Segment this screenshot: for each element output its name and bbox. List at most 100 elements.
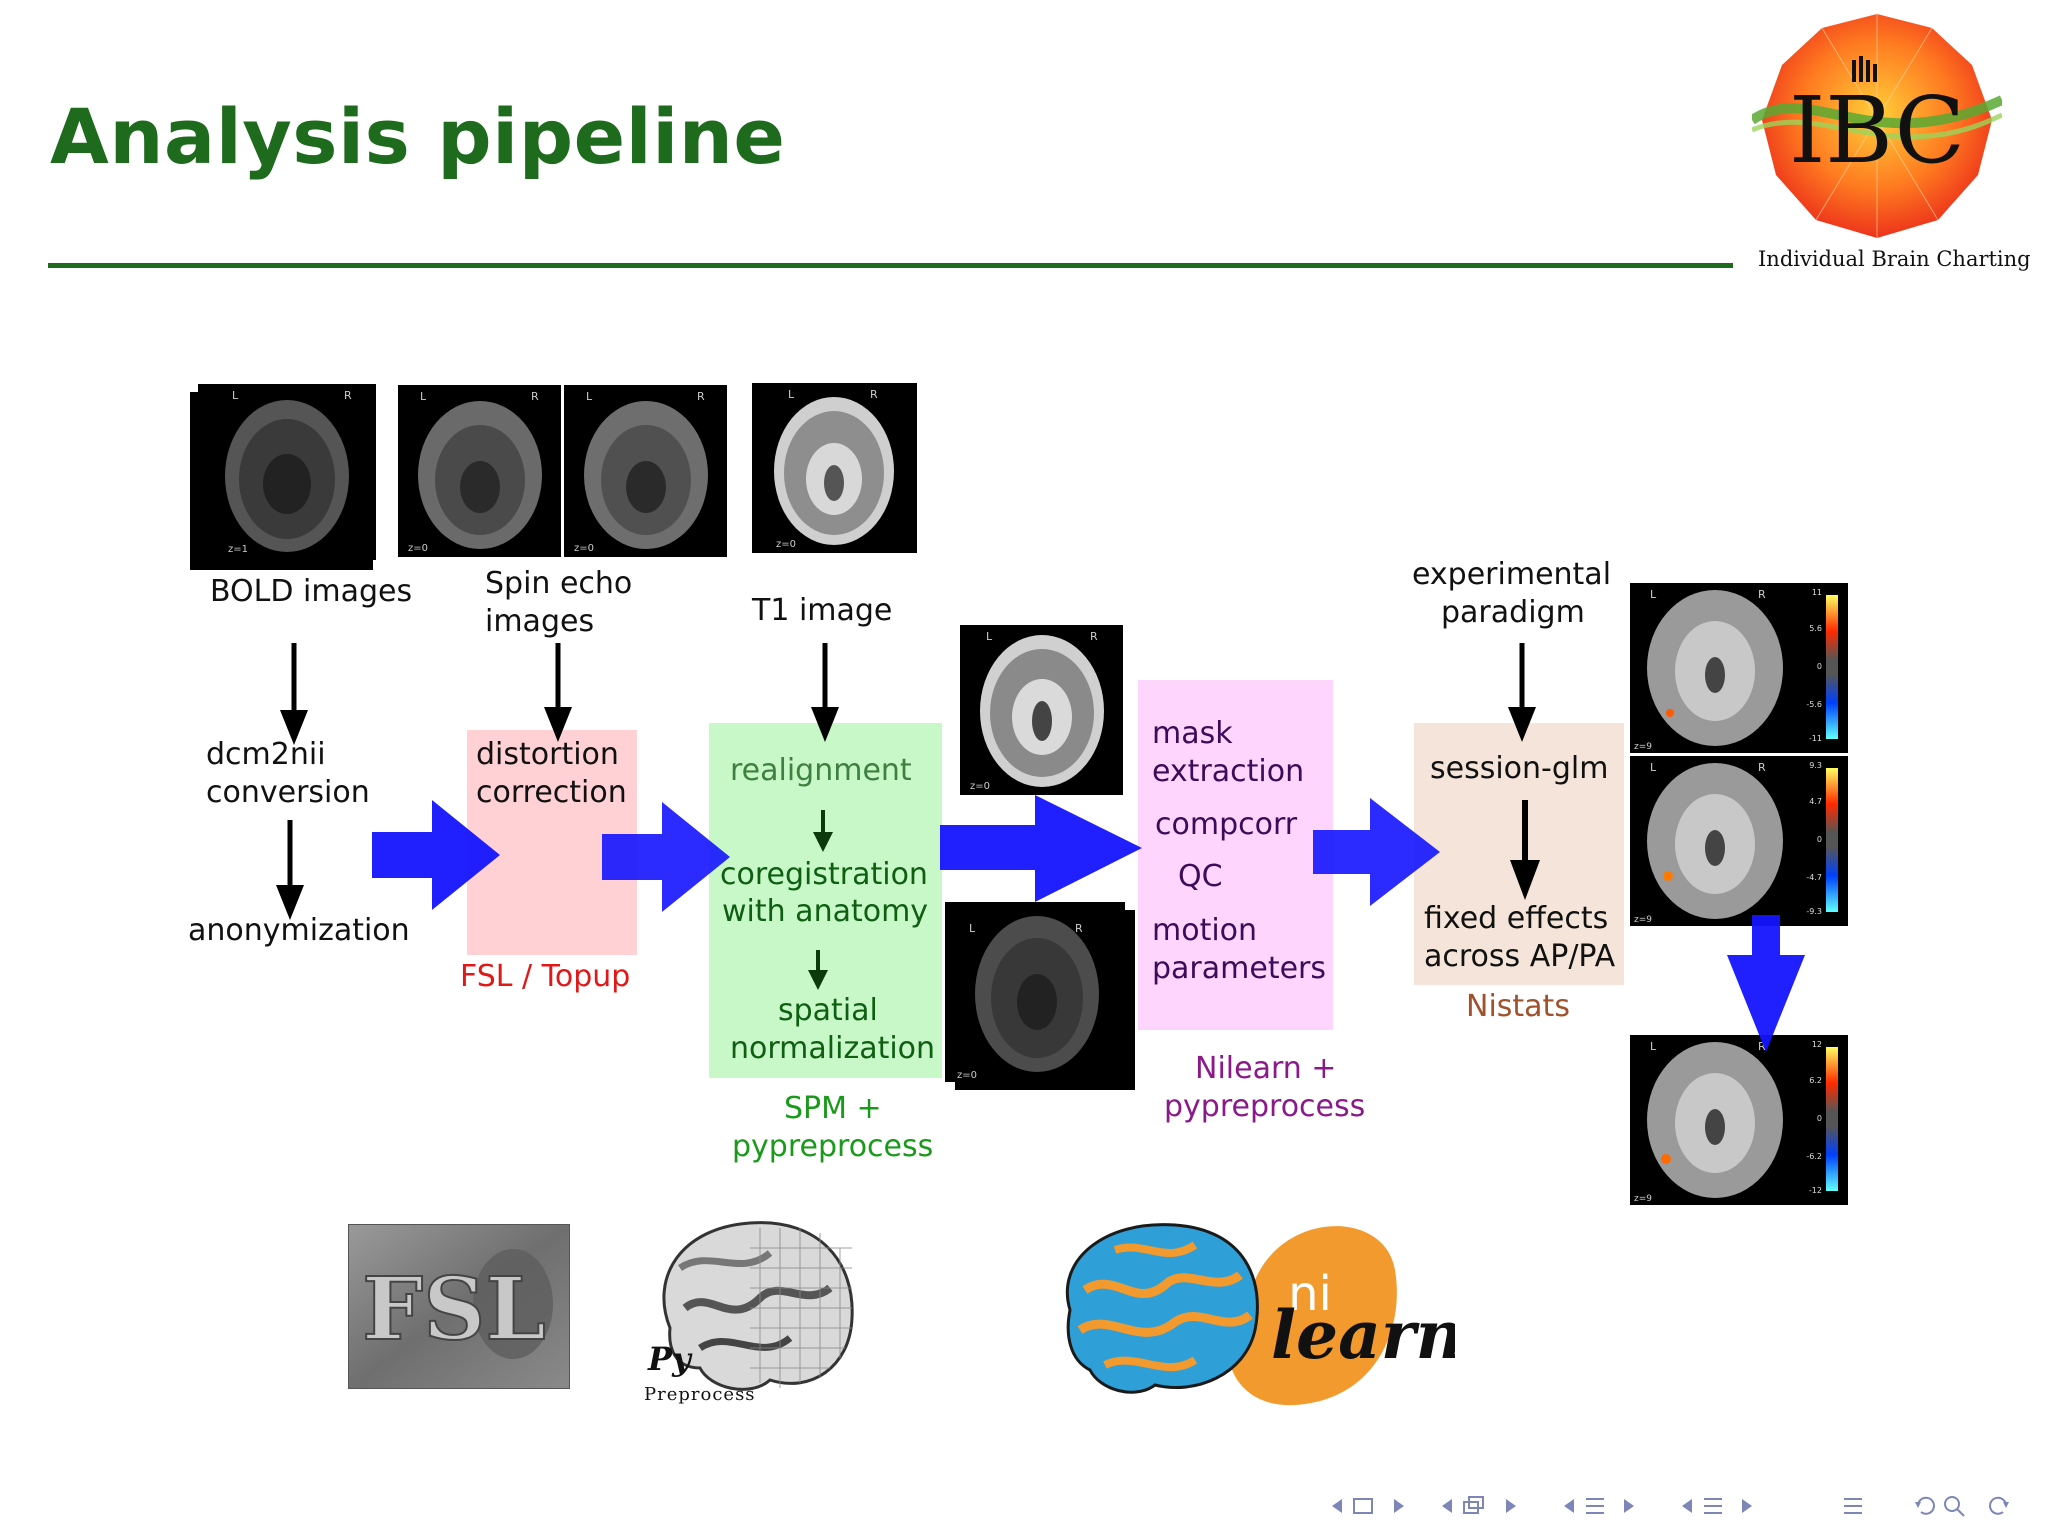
t1-image-label: T1 image (752, 593, 893, 628)
next-part-icon[interactable] (1742, 1499, 1752, 1513)
fsl-logo: FSL (348, 1224, 570, 1389)
session-glm-label: session-glm (1430, 751, 1609, 786)
colorbar-tick: -12 (1809, 1186, 1822, 1195)
document-icon[interactable] (1844, 1498, 1862, 1514)
black-arrow-conversion-to-anonymization (276, 820, 304, 920)
mask-label: mask (1152, 716, 1233, 751)
scan-l-label: L (969, 922, 976, 935)
search-icon[interactable] (1944, 1496, 1965, 1517)
spin-echo-label-line2: images (485, 604, 595, 639)
nistats-box (1414, 723, 1624, 985)
colorbar-tick: 11 (1812, 588, 1822, 597)
parameters-label: parameters (1152, 951, 1327, 986)
scan-r-label: R (1075, 922, 1083, 935)
colorbar-tick: 6.2 (1809, 1076, 1822, 1085)
pypreprocess-logo-py: Py (647, 1340, 693, 1378)
green-arrow-coregistration-to-normalization (808, 950, 828, 990)
colorbar-tick: -6.2 (1806, 1152, 1822, 1161)
black-arrow-spin-echo-to-distortion (544, 643, 572, 742)
t1-scan-image: L R z=0 (752, 383, 917, 553)
colorbar-tick: 5.6 (1809, 624, 1822, 633)
redo-icon[interactable] (1989, 1496, 2009, 1515)
part-icon[interactable] (1704, 1498, 1722, 1514)
prev-subsection-icon[interactable] (1442, 1499, 1452, 1513)
prev-part-icon[interactable] (1682, 1499, 1692, 1513)
anonymization-label: anonymization (188, 913, 410, 948)
paradigm-label-line1: experimental (1412, 557, 1612, 592)
bold-images-label: BOLD images (210, 574, 413, 609)
scan-r-label: R (531, 390, 539, 403)
scan-r-label: R (870, 388, 878, 401)
scan-z-label: z=9 (1634, 1194, 1652, 1204)
scan-l-label: L (788, 388, 795, 401)
nistats-tool-label: Nistats (1466, 989, 1570, 1024)
scan-r-label: R (1758, 1040, 1766, 1053)
across-ap-pa-label: across AP/PA (1424, 939, 1616, 974)
scan-r-label: R (1090, 630, 1098, 643)
scan-l-label: L (1650, 588, 1657, 601)
prev-section-icon[interactable] (1564, 1499, 1574, 1513)
scan-z-label: z=0 (776, 539, 796, 550)
title-rule (48, 263, 1733, 268)
extraction-label: extraction (1152, 754, 1305, 789)
scan-r-label: R (1758, 761, 1766, 774)
logo-caption: Individual Brain Charting (1758, 247, 2031, 271)
compcorr-label: compcorr (1155, 807, 1298, 842)
stat-map-2: L R z=9 9.3 4.7 0 -4.7 -9.3 (1630, 756, 1848, 926)
frame-icon[interactable] (1353, 1498, 1373, 1514)
scan-z-label: z=9 (1634, 742, 1652, 752)
colorbar-tick: -4.7 (1806, 873, 1822, 882)
black-arrow-bold-to-dcm2nii (280, 643, 308, 745)
undo-icon[interactable] (1915, 1496, 1935, 1515)
normalization-label: normalization (730, 1031, 936, 1066)
realignment-label: realignment (730, 753, 912, 788)
correction-label: correction (476, 775, 627, 810)
with-anatomy-label: with anatomy (722, 894, 929, 929)
pypreprocess-logo: Py Preprocess (644, 1221, 854, 1405)
ibc-logo-letters: IBC (1789, 77, 1965, 184)
nilearn-tool-label-line1: Nilearn + (1195, 1051, 1337, 1086)
green-arrow-realignment-to-coregistration (813, 810, 833, 852)
spin-echo-scan-2: L R z=0 (564, 385, 727, 557)
colorbar-tick: 0 (1817, 1114, 1822, 1123)
normalized-bold-scan: L R z=0 (945, 902, 1125, 1082)
section-icon[interactable] (1586, 1498, 1604, 1514)
next-subsection-icon[interactable] (1506, 1499, 1516, 1513)
blue-arrow-to-distortion (372, 800, 500, 910)
distortion-label: distortion (476, 737, 619, 772)
spin-echo-label-line1: Spin echo (485, 566, 633, 601)
spm-box (709, 723, 942, 1078)
scan-l-label: L (232, 389, 239, 402)
black-arrow-t1-to-realignment (811, 643, 839, 742)
dcm2nii-label: dcm2nii (206, 737, 326, 772)
nilearn-logo-ni: ni (1288, 1266, 1332, 1322)
scan-z-label: z=0 (408, 543, 428, 554)
spm-tool-label-line1: SPM + (784, 1091, 882, 1126)
paradigm-label-line2: paradigm (1441, 595, 1585, 630)
scan-z-label: z=0 (957, 1070, 977, 1081)
scan-z-label: z=1 (228, 544, 248, 555)
black-arrow-paradigm-to-session-glm (1508, 643, 1536, 742)
page-title: Analysis pipeline (50, 92, 786, 181)
bold-scan-image: L R z=1 (198, 384, 376, 560)
conversion-label: conversion (206, 775, 370, 810)
scan-z-label: z=0 (574, 543, 594, 554)
next-section-icon[interactable] (1624, 1499, 1634, 1513)
blue-arrow-to-spm (602, 802, 730, 912)
nilearn-box (1138, 680, 1333, 1030)
pypreprocess-logo-preprocess: Preprocess (644, 1384, 756, 1405)
scan-l-label: L (420, 390, 427, 403)
subsection-icon[interactable] (1463, 1496, 1484, 1514)
colorbar-tick: 0 (1817, 835, 1822, 844)
next-frame-icon[interactable] (1394, 1499, 1404, 1513)
colorbar-tick: -9.3 (1806, 907, 1822, 916)
scan-l-label: L (586, 390, 593, 403)
nilearn-tool-label-line2: pypreprocess (1164, 1089, 1366, 1124)
coregistration-label: coregistration (720, 857, 928, 892)
prev-frame-icon[interactable] (1332, 1499, 1342, 1513)
scan-z-label: z=0 (970, 781, 990, 792)
blue-arrow-to-nistats (1313, 798, 1440, 906)
scan-r-label: R (697, 390, 705, 403)
coregistered-t1-scan: L R z=0 (960, 625, 1123, 795)
fixed-effects-label: fixed effects (1424, 901, 1609, 936)
